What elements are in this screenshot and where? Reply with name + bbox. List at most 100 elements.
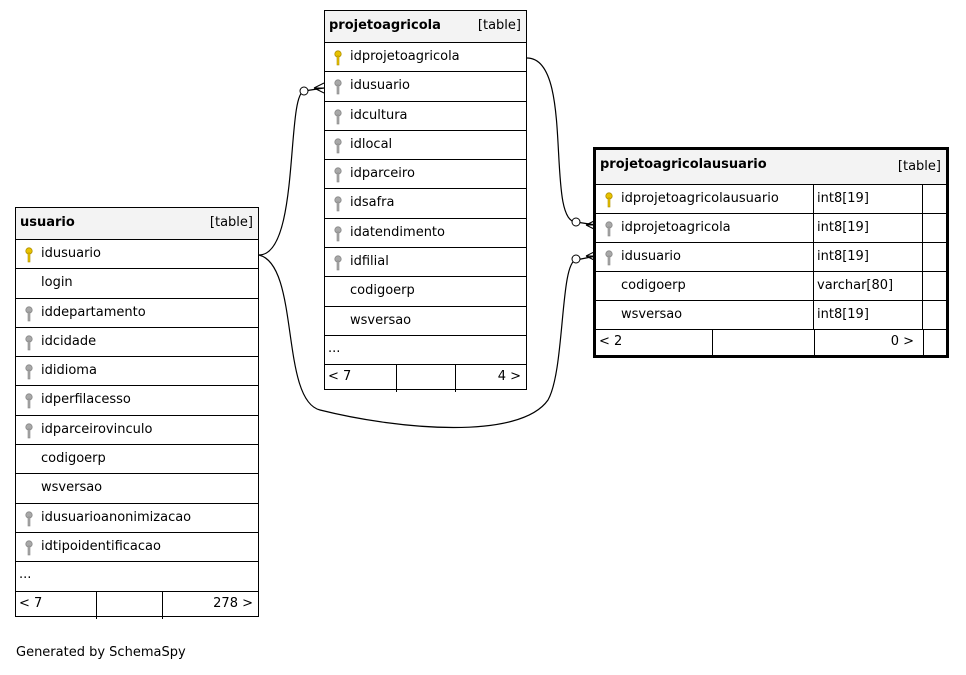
foreign-key-icon: [25, 511, 33, 527]
edge-end-circle: [571, 254, 581, 264]
column-row[interactable]: ididioma: [16, 357, 258, 387]
table-type: [table]: [209, 215, 253, 230]
foreign-key-icon: [605, 221, 613, 237]
column-row[interactable]: idusuarioanonimizacao: [16, 504, 258, 533]
column-row[interactable]: login: [16, 269, 258, 299]
table-footer: < 7 4 >: [325, 365, 526, 393]
table-header: projetoagricolausuario [table]: [596, 150, 946, 185]
foreign-key-icon: [334, 255, 342, 271]
column-row[interactable]: idusuario int8[19]: [596, 243, 946, 272]
edge-crowfoot: [313, 82, 325, 94]
edge-usuario-pau: [258, 254, 597, 429]
column-type: int8[19]: [817, 307, 869, 322]
column-row[interactable]: idcultura: [325, 102, 526, 131]
column-name: idfilial: [350, 254, 389, 270]
column-type: int8[19]: [817, 191, 869, 206]
column-type: int8[19]: [817, 220, 869, 235]
column-name: idparceirovinculo: [41, 421, 153, 437]
foreign-key-icon: [334, 196, 342, 212]
column-row[interactable]: idtipoidentificacao: [16, 533, 258, 563]
column-name: iddepartamento: [41, 304, 146, 320]
column-row[interactable]: idatendimento: [325, 219, 526, 249]
foreign-key-icon: [25, 393, 33, 409]
foreign-key-icon: [334, 167, 342, 183]
foreign-key-icon: [334, 79, 342, 95]
column-row[interactable]: idlocal: [325, 131, 526, 161]
column-row[interactable]: idparceiro: [325, 160, 526, 190]
column-row[interactable]: idprojetoagricola: [325, 43, 526, 73]
column-row[interactable]: wsversao int8[19]: [596, 301, 946, 330]
column-name: idtipoidentificacao: [41, 538, 161, 554]
foreign-key-icon: [25, 423, 33, 439]
foreign-key-icon: [334, 226, 342, 242]
edge-end-circle: [571, 217, 581, 227]
column-row[interactable]: codigoerp: [325, 277, 526, 307]
column-name: login: [41, 275, 73, 291]
column-name: idusuario: [621, 249, 681, 264]
foreign-key-icon: [25, 540, 33, 556]
table-name: projetoagricolausuario: [600, 157, 767, 172]
table-header: projetoagricola [table]: [325, 11, 526, 43]
column-row[interactable]: idfilial: [325, 248, 526, 278]
primary-key-icon: [334, 50, 342, 66]
column-name: idsafra: [350, 195, 395, 211]
column-row[interactable]: idperfilacesso: [16, 386, 258, 416]
column-list: idusuario login iddepartamento idcidade idid…: [16, 240, 258, 563]
column-name: wsversao: [621, 307, 683, 322]
children-count[interactable]: 278 >: [213, 595, 253, 611]
column-name: idcultura: [350, 107, 408, 123]
parents-count[interactable]: < 2: [599, 334, 623, 349]
table-projetoagricola[interactable]: projetoagricola [table] idprojetoagricol…: [324, 10, 527, 393]
foreign-key-icon: [334, 108, 342, 125]
column-row[interactable]: wsversao: [325, 307, 526, 336]
ellipsis-text: ...: [19, 567, 32, 583]
ellipsis-text: ...: [328, 340, 341, 356]
column-row[interactable]: idusuario: [16, 240, 258, 270]
column-row[interactable]: idcidade: [16, 328, 258, 358]
column-name: codigoerp: [41, 451, 106, 467]
foreign-key-icon: [605, 250, 613, 266]
column-name: idusuario: [41, 246, 101, 261]
column-name: codigoerp: [621, 278, 686, 293]
foreign-key-icon: [334, 138, 342, 154]
column-row[interactable]: iddepartamento: [16, 299, 258, 328]
column-name: idatendimento: [350, 224, 445, 240]
column-name: idlocal: [350, 136, 393, 152]
table-usuario[interactable]: usuario [table] idusuario login iddepartam…: [15, 207, 259, 619]
edge-end-circle: [299, 86, 309, 96]
parents-count[interactable]: < 7: [19, 595, 43, 611]
column-row[interactable]: codigoerp varchar[80]: [596, 272, 946, 301]
column-row[interactable]: wsversao: [16, 474, 258, 504]
column-name: idperfilacesso: [41, 392, 131, 408]
column-row[interactable]: idsafra: [325, 189, 526, 219]
edge-projetoagricola-pau: [526, 57, 597, 226]
parents-count[interactable]: < 7: [328, 369, 352, 385]
column-name: ididioma: [41, 363, 97, 379]
children-count[interactable]: 0 >: [890, 334, 914, 349]
column-name: idusuarioanonimizacao: [41, 509, 192, 525]
column-name: idusuario: [350, 78, 410, 94]
column-row[interactable]: idparceirovinculo: [16, 416, 258, 446]
column-name: idcidade: [41, 333, 97, 349]
table-type: [table]: [477, 18, 521, 33]
column-type: int8[19]: [817, 249, 869, 264]
column-type: varchar[80]: [817, 278, 894, 293]
column-name: idparceiro: [350, 166, 415, 182]
table-footer: < 2 0 >: [596, 330, 946, 357]
edge-usuario-projetoagricola: [258, 87, 325, 256]
primary-key-icon: [25, 247, 33, 263]
column-row[interactable]: codigoerp: [16, 445, 258, 475]
foreign-key-icon: [25, 305, 33, 322]
table-projetoagricolausuario[interactable]: projetoagricolausuario [table] idprojeto…: [593, 147, 949, 358]
more-columns-ellipsis: ...: [325, 336, 526, 366]
table-type: [table]: [897, 159, 941, 174]
foreign-key-icon: [25, 335, 33, 351]
more-columns-ellipsis: ...: [16, 562, 258, 592]
generated-by-credit: Generated by SchemaSpy: [16, 645, 186, 660]
column-row[interactable]: idusuario: [325, 72, 526, 102]
table-header: usuario [table]: [16, 208, 258, 240]
column-name: wsversao: [41, 480, 103, 496]
children-count[interactable]: 4 >: [497, 369, 521, 385]
